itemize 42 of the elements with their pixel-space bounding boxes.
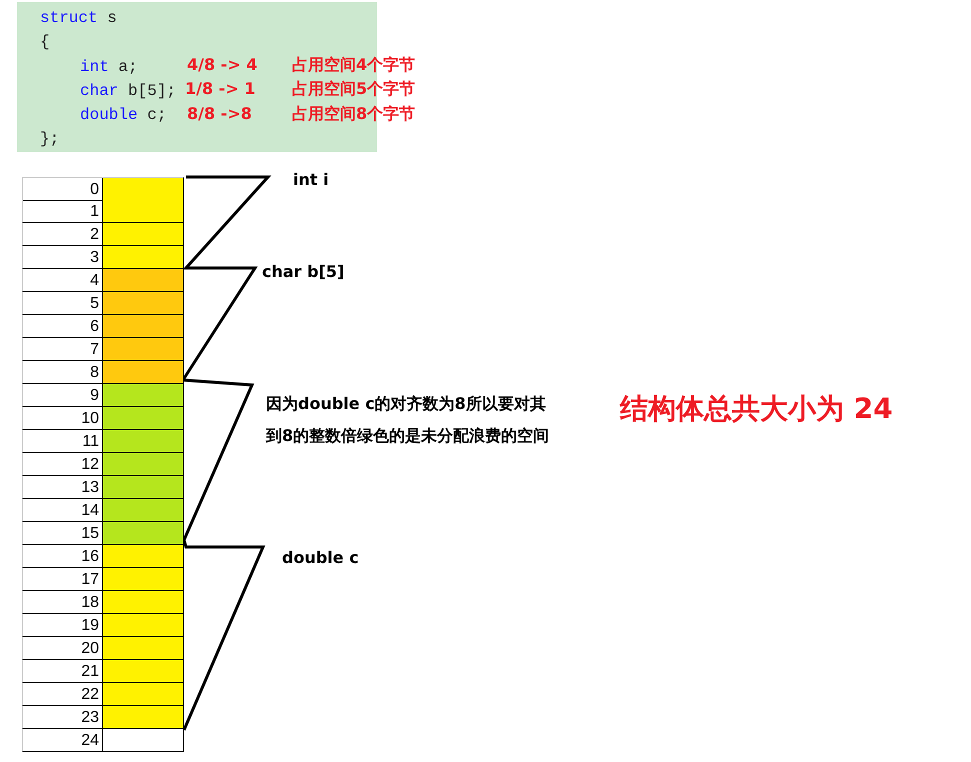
- code-line: int a;: [80, 58, 138, 76]
- table-cell: 7: [22, 338, 103, 361]
- member-label: double c: [282, 548, 359, 567]
- size-note: 占用空间8个字节: [292, 104, 416, 125]
- table-cell: 15: [22, 522, 103, 545]
- code-line: {: [40, 33, 50, 51]
- code-line: struct s: [40, 9, 117, 27]
- table-cell: 24: [22, 729, 103, 752]
- table-cell: 23: [22, 706, 103, 729]
- table-cell: 22: [22, 683, 103, 706]
- member-label: int i: [293, 170, 329, 189]
- table-cell: 10: [22, 407, 103, 430]
- table-cell: 0: [22, 177, 103, 201]
- table-cell: 9: [22, 384, 103, 407]
- code-line: };: [40, 130, 60, 148]
- table-cell: 12: [22, 453, 103, 476]
- table-cell: 21: [22, 660, 103, 683]
- table-cell: 5: [22, 292, 103, 315]
- code-line: double c;: [80, 106, 166, 124]
- alignment-note: 4/8 -> 4: [187, 55, 258, 74]
- table-cell: 8: [22, 361, 103, 384]
- table-cell: 2: [22, 223, 103, 246]
- table-cell: 16: [22, 545, 103, 568]
- total-size-note: 结构体总共大小为 24: [620, 391, 893, 427]
- size-note: 占用空间4个字节: [292, 55, 416, 76]
- table-cell: 14: [22, 499, 103, 522]
- table-cell: 19: [22, 614, 103, 637]
- table-cell: 3: [22, 246, 103, 269]
- table-cell: 1: [22, 200, 103, 223]
- table-cell: 17: [22, 568, 103, 591]
- alignment-note: 8/8 ->8: [187, 104, 252, 123]
- table-cell: 6: [22, 315, 103, 338]
- table-cell: 20: [22, 637, 103, 660]
- code-line: char b[5];: [80, 82, 176, 100]
- table-cell: 4: [22, 269, 103, 292]
- padding-note: 因为double c的对齐数为8所以要对其到8的整数倍绿色的是未分配浪费的空间: [266, 393, 550, 447]
- alignment-note: 1/8 -> 1: [185, 79, 256, 98]
- table-cell: 13: [22, 476, 103, 499]
- member-label: char b[5]: [262, 262, 344, 281]
- table-cell: 11: [22, 430, 103, 453]
- table-cell: 18: [22, 591, 103, 614]
- size-note: 占用空间5个字节: [292, 79, 416, 100]
